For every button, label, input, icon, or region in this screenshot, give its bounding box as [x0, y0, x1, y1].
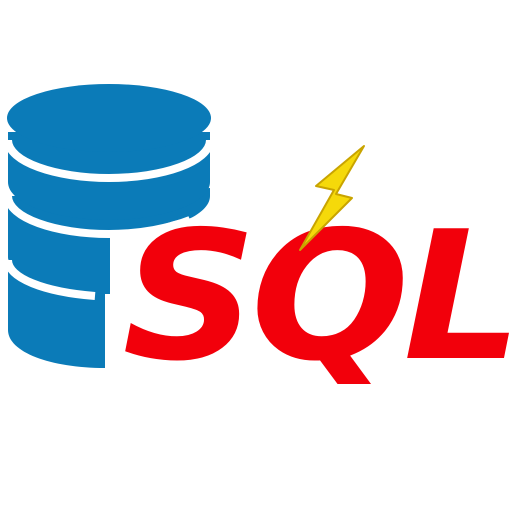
database-top-lid	[7, 84, 211, 152]
lightning-bolt-icon	[299, 145, 365, 251]
database-band-2	[4, 195, 192, 239]
database-icon	[4, 84, 214, 368]
database-band-3	[4, 259, 96, 300]
database-band-1	[4, 139, 214, 183]
